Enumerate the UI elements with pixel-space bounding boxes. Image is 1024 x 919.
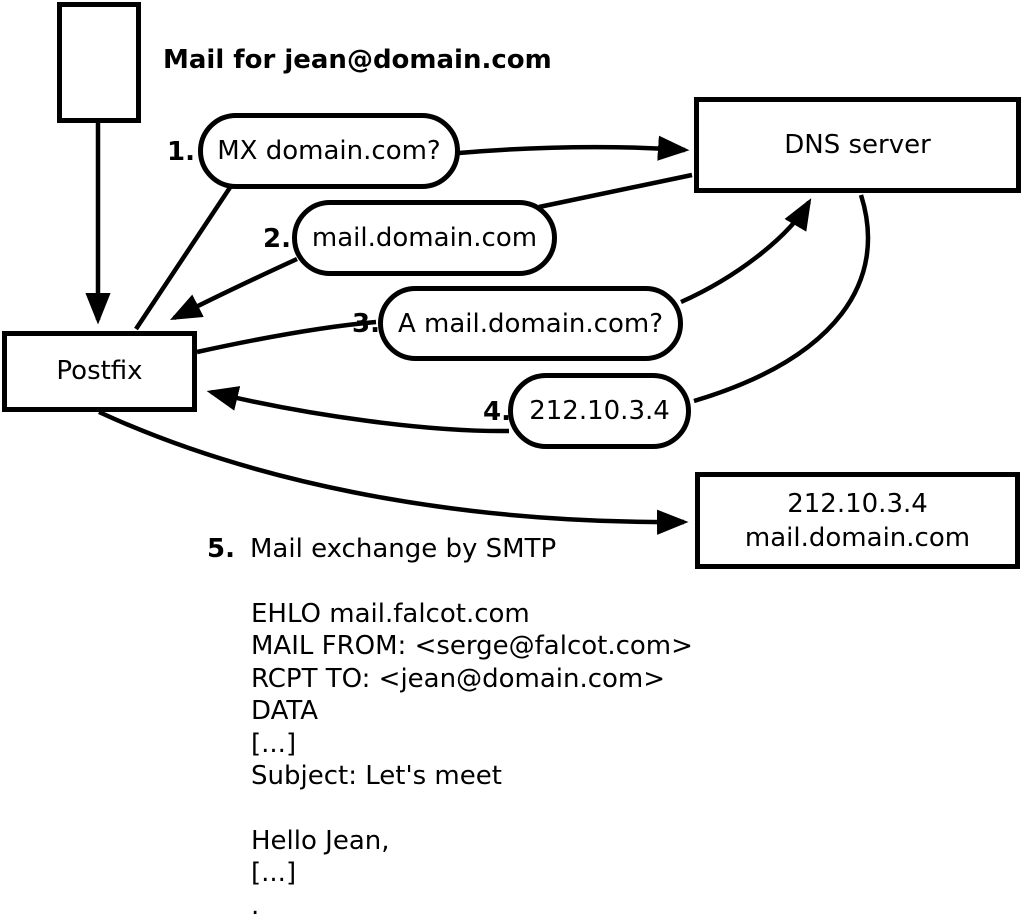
- answer-ip-bubble: 212.10.3.4: [508, 373, 691, 449]
- answer-mx-bubble: mail.domain.com: [292, 200, 557, 276]
- line-postfix-to-query3: [196, 319, 377, 355]
- smtp-session-text: EHLO mail.falcot.com MAIL FROM: <serge@f…: [251, 599, 693, 919]
- query-mx-label: MX domain.com?: [217, 136, 441, 166]
- step-number-2: 2.: [263, 224, 291, 254]
- line-postfix-to-query1: [134, 184, 233, 331]
- postfix-node: Postfix: [2, 331, 197, 412]
- step-number-1: 1.: [167, 137, 195, 167]
- mail-for-label: Mail for jean@domain.com: [163, 45, 552, 75]
- query-a-record-label: A mail.domain.com?: [398, 308, 663, 339]
- arrow-query1-to-dns: [458, 135, 690, 161]
- mail-message-box: [57, 2, 141, 123]
- mail-server-hostname: mail.domain.com: [744, 522, 971, 553]
- mail-server-ip: 212.10.3.4: [787, 488, 928, 519]
- dns-server-node: DNS server: [694, 97, 1021, 193]
- arrow-answer2-to-postfix: [169, 256, 298, 321]
- smtp-exchange-label: Mail exchange by SMTP: [250, 534, 557, 564]
- mail-server-node: 212.10.3.4 mail.domain.com: [695, 472, 1020, 569]
- dns-server-label: DNS server: [784, 129, 931, 160]
- step-number-3: 3.: [352, 309, 380, 339]
- query-mx-bubble: MX domain.com?: [198, 113, 460, 189]
- step-number-4: 4.: [483, 397, 511, 427]
- line-dns-to-answer4: [693, 194, 871, 404]
- arrow-postfix-to-mailserver: [98, 409, 689, 535]
- line-dns-to-answer2: [538, 172, 693, 210]
- arrow-answer4-to-postfix: [206, 386, 510, 434]
- step-number-5: 5.: [207, 534, 235, 564]
- postfix-label: Postfix: [56, 356, 143, 387]
- answer-mx-label: mail.domain.com: [311, 223, 538, 253]
- arrow-query3-to-dns: [680, 198, 812, 305]
- query-a-record-bubble: A mail.domain.com?: [378, 286, 683, 361]
- answer-ip-label: 212.10.3.4: [529, 396, 670, 426]
